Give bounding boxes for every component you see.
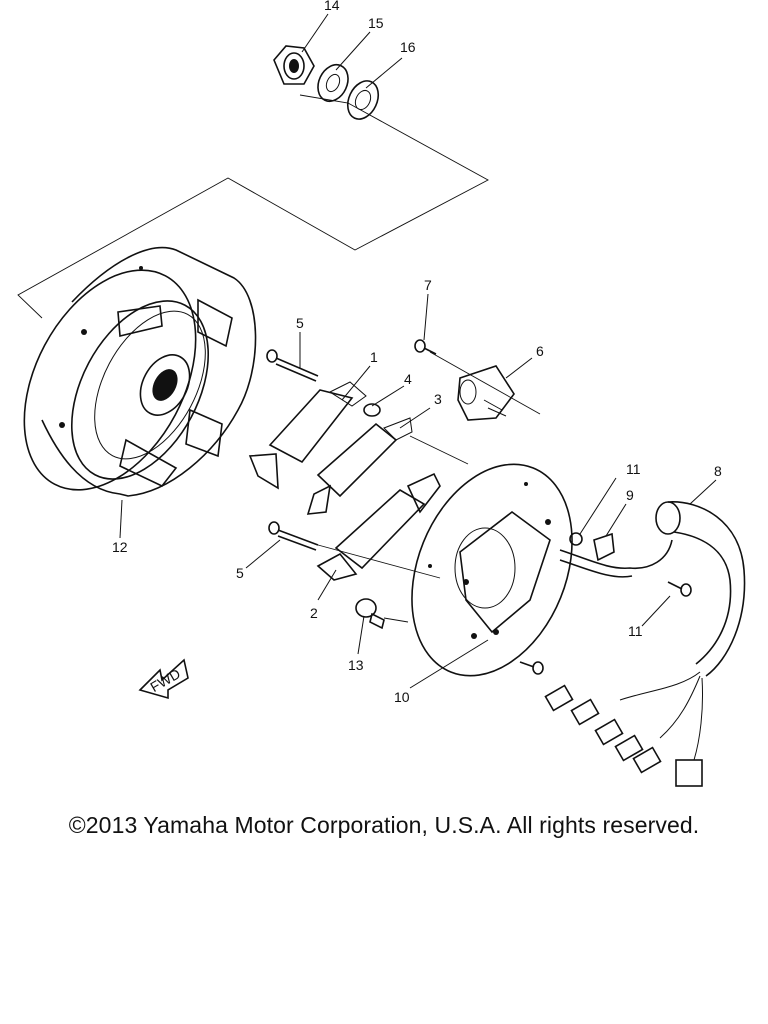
coil-3: [306, 417, 413, 515]
flywheel-rotor-12: [23, 246, 257, 497]
callout-9: 9: [626, 487, 634, 503]
callout-leader-lines: [119, 13, 717, 689]
exploded-parts-diagram: FWD 14 15 16 5 1 4 3 7 6 8 9 11 11: [17, 0, 746, 787]
screw-11-right: [667, 581, 692, 597]
contact-breaker-6: [457, 365, 515, 421]
spacer-4: [363, 403, 381, 417]
callout-8: 8: [714, 463, 722, 479]
callout-13: 13: [348, 657, 364, 673]
copyright-notice: ©2013 Yamaha Motor Corporation, U.S.A. A…: [68, 812, 700, 838]
screw-11-upper: [569, 532, 583, 546]
screw-7: [414, 339, 437, 355]
callout-12: 12: [112, 539, 128, 555]
callout-1: 1: [370, 349, 378, 365]
screw-11-lower: [519, 661, 544, 675]
stator-base-plate: [411, 463, 573, 677]
callout-2: 2: [310, 605, 318, 621]
nut-14: [273, 45, 315, 85]
callout-15: 15: [368, 15, 384, 31]
callout-5-upper: 5: [296, 315, 304, 331]
screw-5-lower: [268, 521, 319, 551]
callout-16: 16: [400, 39, 416, 55]
callout-11-upper: 11: [626, 461, 641, 477]
callout-4: 4: [404, 371, 412, 387]
callout-7: 7: [424, 277, 432, 293]
source-coil-1: [248, 381, 367, 490]
wire-harness-8: [544, 501, 746, 787]
coil-2: [316, 472, 441, 581]
callout-14: 14: [324, 0, 340, 13]
callout-6: 6: [536, 343, 544, 359]
callout-10: 10: [394, 689, 410, 705]
connector-plugs: [544, 684, 703, 787]
callout-11-right: 11: [628, 623, 643, 639]
fwd-arrow-icon: FWD: [138, 658, 189, 700]
callout-labels: 14 15 16 5 1 4 3 7 6 8 9 11 11 10 12 5 2…: [112, 0, 722, 705]
wire-clamp-9: [593, 532, 615, 562]
fwd-label: FWD: [147, 665, 183, 695]
plain-washer-16: [346, 80, 380, 120]
callout-5-lower: 5: [236, 565, 244, 581]
screw-13: [355, 598, 385, 630]
lock-washer-15: [317, 63, 349, 103]
callout-3: 3: [434, 391, 442, 407]
screw-5-upper: [266, 349, 319, 382]
